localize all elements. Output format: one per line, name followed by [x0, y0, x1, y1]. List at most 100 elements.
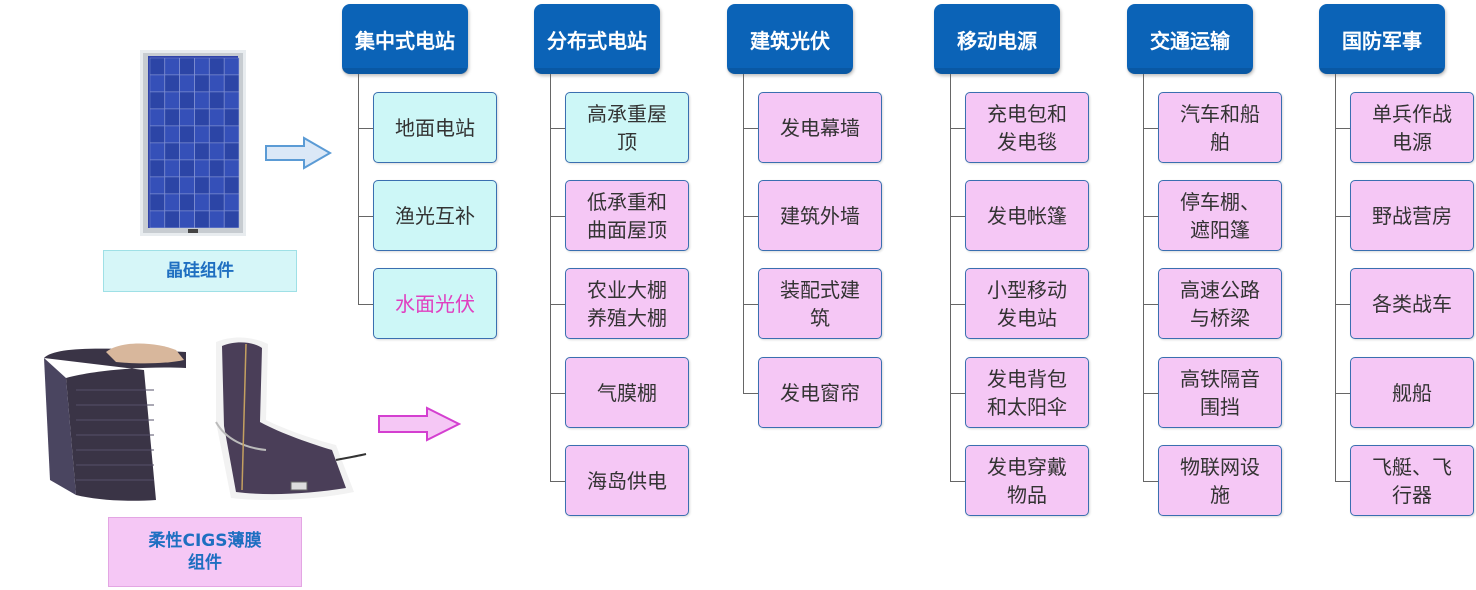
- application-item-line: 渔光互补: [395, 203, 475, 228]
- application-item-line: 各类战车: [1372, 291, 1452, 316]
- connector-line: [1143, 480, 1158, 482]
- application-item: 高速公路与桥梁: [1158, 268, 1282, 339]
- application-item: 装配式建筑: [758, 268, 882, 339]
- connector-line: [1143, 392, 1158, 394]
- connector-line: [950, 392, 965, 394]
- application-item: 发电幕墙: [758, 92, 882, 163]
- connector-line: [550, 127, 565, 129]
- application-item: 停车棚、遮阳篷: [1158, 180, 1282, 251]
- application-item-line: 小型移动: [987, 277, 1067, 302]
- connector-line: [358, 215, 373, 217]
- connector-line: [358, 74, 359, 304]
- application-item-line: 行器: [1392, 482, 1432, 507]
- connector-line: [950, 303, 965, 305]
- application-item: 单兵作战电源: [1350, 92, 1474, 163]
- application-item: 地面电站: [373, 92, 497, 163]
- connector-line: [1335, 215, 1350, 217]
- application-item-line: 充电包和: [987, 101, 1067, 126]
- application-item: 充电包和发电毯: [965, 92, 1089, 163]
- application-item-line: 单兵作战: [1372, 101, 1452, 126]
- application-item-line: 顶: [617, 129, 637, 154]
- application-item: 汽车和船舶: [1158, 92, 1282, 163]
- application-item: 水面光伏: [373, 268, 497, 339]
- application-item-line: 和太阳伞: [987, 394, 1067, 419]
- cigs-flexible-module-image: [44, 337, 367, 501]
- cigs-module-label: 柔性CIGS薄膜 组件: [108, 517, 302, 587]
- connector-line: [743, 215, 758, 217]
- connector-line: [1143, 303, 1158, 305]
- application-item-line: 汽车和船: [1180, 101, 1260, 126]
- application-item-line: 地面电站: [395, 115, 475, 140]
- connector-line: [950, 74, 951, 481]
- connector-line: [1335, 74, 1336, 481]
- connector-line: [550, 480, 565, 482]
- category-header: 移动电源: [934, 4, 1060, 74]
- connector-line: [550, 74, 551, 481]
- application-item: 物联网设施: [1158, 445, 1282, 516]
- connector-line: [950, 215, 965, 217]
- connector-line: [950, 480, 965, 482]
- connector-line: [743, 392, 758, 394]
- application-item-line: 发电帐篷: [987, 203, 1067, 228]
- application-item-line: 舰船: [1392, 380, 1432, 405]
- category-header: 分布式电站: [534, 4, 660, 74]
- connector-line: [743, 303, 758, 305]
- connector-line: [1143, 74, 1144, 481]
- application-item: 发电窗帘: [758, 357, 882, 428]
- application-item-line: 发电窗帘: [780, 380, 860, 405]
- application-item: 海岛供电: [565, 445, 689, 516]
- connector-line: [743, 74, 744, 393]
- application-item: 发电背包和太阳伞: [965, 357, 1089, 428]
- category-header: 交通运输: [1127, 4, 1253, 74]
- application-item-line: 与桥梁: [1190, 305, 1250, 330]
- application-item-line: 遮阳篷: [1190, 217, 1250, 242]
- connector-line: [1335, 480, 1350, 482]
- application-item: 高铁隔音围挡: [1158, 357, 1282, 428]
- arrow-right-icon: [265, 136, 332, 170]
- cigs-label-line-1: 柔性CIGS薄膜: [148, 531, 262, 551]
- connector-line: [950, 127, 965, 129]
- category-header: 集中式电站: [342, 4, 468, 74]
- connector-line: [1335, 303, 1350, 305]
- connector-line: [550, 392, 565, 394]
- application-item-line: 高速公路: [1180, 277, 1260, 302]
- application-item-line: 舶: [1210, 129, 1230, 154]
- application-item: 建筑外墙: [758, 180, 882, 251]
- application-item: 发电帐篷: [965, 180, 1089, 251]
- connector-line: [743, 127, 758, 129]
- crystalline-module-label: 晶硅组件: [103, 250, 297, 292]
- connector-line: [550, 215, 565, 217]
- application-item-line: 发电毯: [997, 129, 1057, 154]
- application-item-line: 物品: [1007, 482, 1047, 507]
- application-item-line: 停车棚、: [1180, 189, 1260, 214]
- arrow-right-icon: [378, 406, 461, 442]
- application-item-line: 野战营房: [1372, 203, 1452, 228]
- application-item-line: 电源: [1392, 129, 1432, 154]
- crystalline-panel-image: [140, 50, 246, 236]
- application-item-line: 发电穿戴: [987, 454, 1067, 479]
- application-item-line: 海岛供电: [587, 468, 667, 493]
- connector-line: [1335, 127, 1350, 129]
- application-item-line: 发电站: [997, 305, 1057, 330]
- application-item-line: 发电背包: [987, 366, 1067, 391]
- application-item: 舰船: [1350, 357, 1474, 428]
- connector-line: [1335, 392, 1350, 394]
- application-item: 飞艇、飞行器: [1350, 445, 1474, 516]
- application-item: 小型移动发电站: [965, 268, 1089, 339]
- application-item-line: 装配式建: [780, 277, 860, 302]
- application-item-line: 物联网设: [1180, 454, 1260, 479]
- application-item-line: 养殖大棚: [587, 305, 667, 330]
- application-item-line: 发电幕墙: [780, 115, 860, 140]
- application-item-line: 气膜棚: [597, 380, 657, 405]
- application-item: 发电穿戴物品: [965, 445, 1089, 516]
- connector-line: [1143, 127, 1158, 129]
- connector-line: [1143, 215, 1158, 217]
- application-item-line: 建筑外墙: [780, 203, 860, 228]
- connector-line: [358, 303, 373, 305]
- cigs-label-line-2: 组件: [188, 553, 222, 573]
- category-header: 建筑光伏: [727, 4, 853, 74]
- application-item: 渔光互补: [373, 180, 497, 251]
- category-header: 国防军事: [1319, 4, 1445, 74]
- application-item-line: 施: [1210, 482, 1230, 507]
- application-item: 农业大棚养殖大棚: [565, 268, 689, 339]
